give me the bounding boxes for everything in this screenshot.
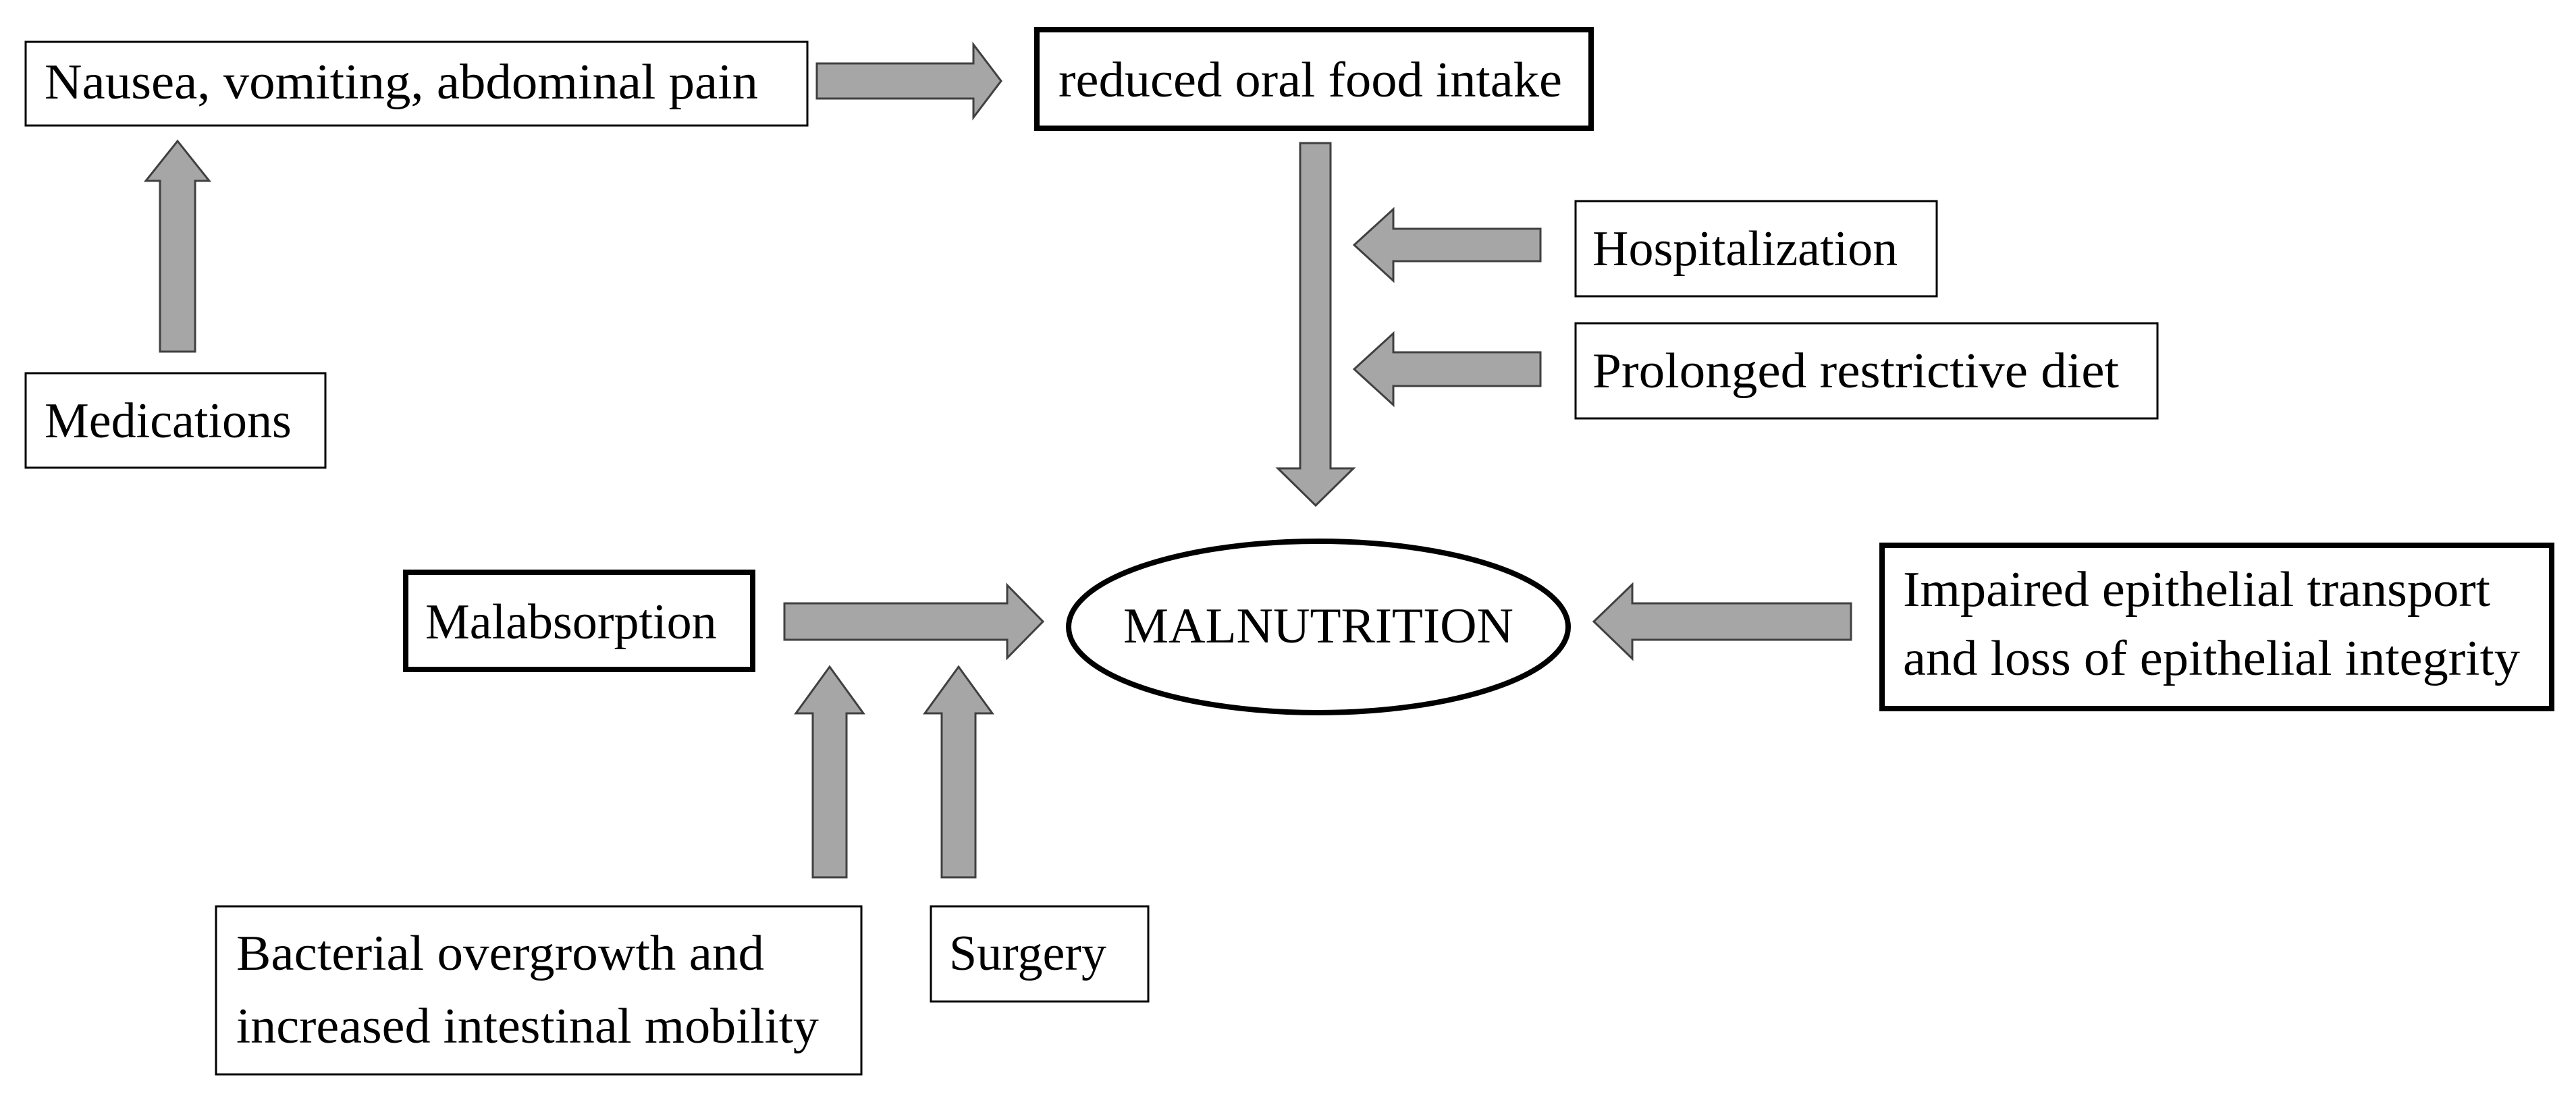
arrow-restrictive-diet-to-reduced-intake — [1352, 331, 1542, 408]
node-label-nausea: Nausea, vomiting, abdominal pain — [45, 55, 758, 110]
arrow-surgery-to-malabsorption — [923, 665, 994, 879]
node-box-medications — [24, 372, 327, 469]
arrow-malabsorption-to-malnutrition — [783, 582, 1045, 661]
node-label-surgery: Surgery — [949, 926, 1106, 981]
node-label-epithelial-line-1: Impaired epithelial transport — [1903, 562, 2490, 617]
node-box-nausea — [24, 40, 809, 127]
node-label-malnutrition: MALNUTRITION — [1123, 599, 1513, 654]
arrow-hospitalization-to-reduced-intake — [1352, 207, 1542, 283]
node-label-bacterial-line-2: increased intestinal mobility — [236, 999, 819, 1054]
node-label-malabsorption: Malabsorption — [425, 595, 717, 650]
node-box-bacterial — [215, 905, 863, 1076]
node-label-restrictive-diet: Prolonged restrictive diet — [1592, 344, 2119, 399]
node-label-epithelial-line-2: and loss of epithelial integrity — [1903, 631, 2520, 686]
node-label-medications: Medications — [45, 393, 292, 449]
arrow-reduced-intake-to-malnutrition — [1275, 142, 1356, 507]
node-ellipse-malnutrition — [1066, 539, 1571, 715]
node-box-hospitalization — [1574, 200, 1938, 298]
node-box-reduced-intake — [1034, 27, 1594, 131]
arrow-bacterial-to-malabsorption — [794, 665, 865, 879]
arrow-epithelial-to-malnutrition — [1592, 582, 1852, 661]
node-box-restrictive-diet — [1574, 322, 2159, 420]
node-label-bacterial-line-1: Bacterial overgrowth and — [236, 926, 764, 981]
node-box-epithelial — [1879, 543, 2554, 711]
node-box-malabsorption — [403, 570, 755, 672]
arrow-nausea-to-reduced-intake — [815, 41, 1002, 121]
node-label-hospitalization: Hospitalization — [1592, 221, 1898, 277]
node-box-surgery — [930, 905, 1150, 1003]
node-label-reduced-intake: reduced oral food intake — [1058, 53, 1562, 108]
arrow-medications-to-nausea — [143, 139, 212, 353]
